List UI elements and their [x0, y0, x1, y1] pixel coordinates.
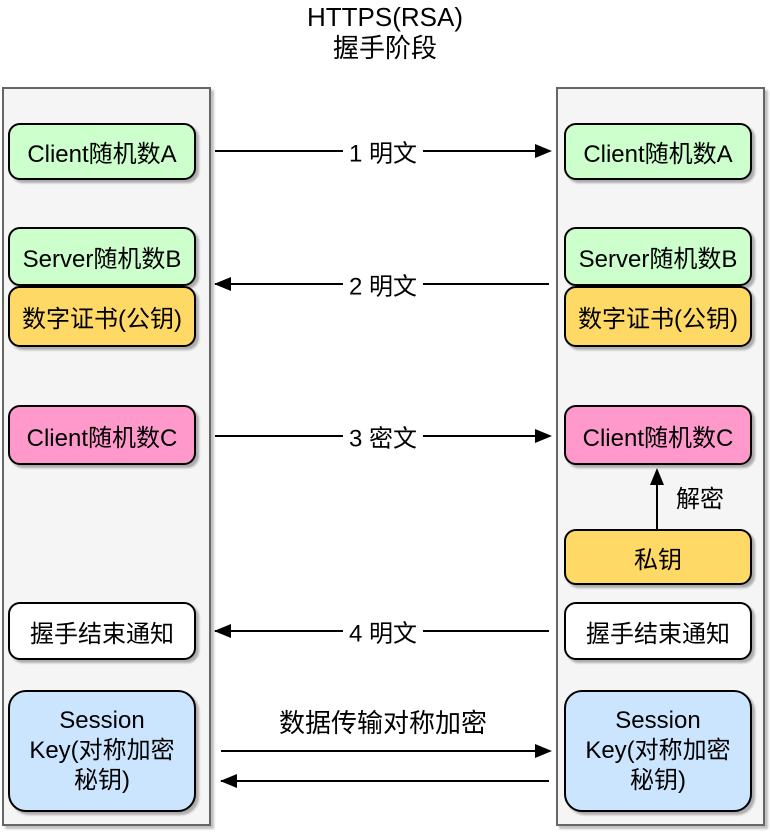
arrowhead-right-icon: [535, 744, 552, 758]
arrow-msg1-label: 1 明文: [342, 133, 424, 169]
session-key-line1: Session: [615, 707, 701, 734]
session-key-line2: Key(对称加密: [585, 737, 731, 764]
arrow-line: [656, 480, 658, 529]
client-random-a-box-right: Client随机数A: [564, 123, 752, 180]
arrowhead-right-icon: [535, 144, 552, 158]
title-phase: 握手阶段: [332, 33, 437, 63]
session-key-line2: Key(对称加密: [29, 737, 175, 764]
handshake-done-box-left: 握手结束通知: [8, 602, 196, 660]
diagram-title: HTTPS(RSA) 握手阶段: [0, 2, 770, 64]
client-random-c-box-left: Client随机数C: [8, 405, 196, 465]
private-key-box: 私钥: [564, 529, 752, 585]
session-key-box-left: Session Key(对称加密 秘钥): [8, 690, 196, 812]
handshake-done-box-right: 握手结束通知: [564, 602, 752, 660]
arrowhead-right-icon: [535, 429, 552, 443]
arrow-line: [221, 780, 549, 782]
client-random-c-box-right: Client随机数C: [564, 405, 752, 465]
arrowhead-left-icon: [220, 774, 237, 788]
arrow-msg3-label: 3 密文: [342, 418, 424, 454]
session-key-box-right: Session Key(对称加密 秘钥): [564, 690, 752, 812]
arrowhead-left-icon: [214, 277, 231, 291]
data-transfer-label: 数据传输对称加密: [278, 708, 487, 738]
arrow-msg4-label: 4 明文: [342, 613, 424, 649]
client-random-a-box-left: Client随机数A: [8, 123, 196, 180]
arrowhead-left-icon: [214, 624, 231, 638]
digital-cert-box-right: 数字证书(公钥): [564, 286, 752, 347]
session-key-line3: 秘钥): [74, 767, 130, 794]
digital-cert-box-left: 数字证书(公钥): [8, 286, 196, 347]
arrow-line: [221, 750, 549, 752]
session-key-line1: Session: [59, 707, 145, 734]
server-random-b-box-right: Server随机数B: [564, 227, 752, 286]
arrowhead-up-icon: [650, 468, 664, 485]
arrow-msg2-label: 2 明文: [342, 266, 424, 302]
title-protocol: HTTPS(RSA): [307, 2, 463, 32]
server-random-b-box-left: Server随机数B: [8, 227, 196, 286]
session-key-line3: 秘钥): [630, 767, 686, 794]
decrypt-label: 解密: [676, 486, 724, 513]
